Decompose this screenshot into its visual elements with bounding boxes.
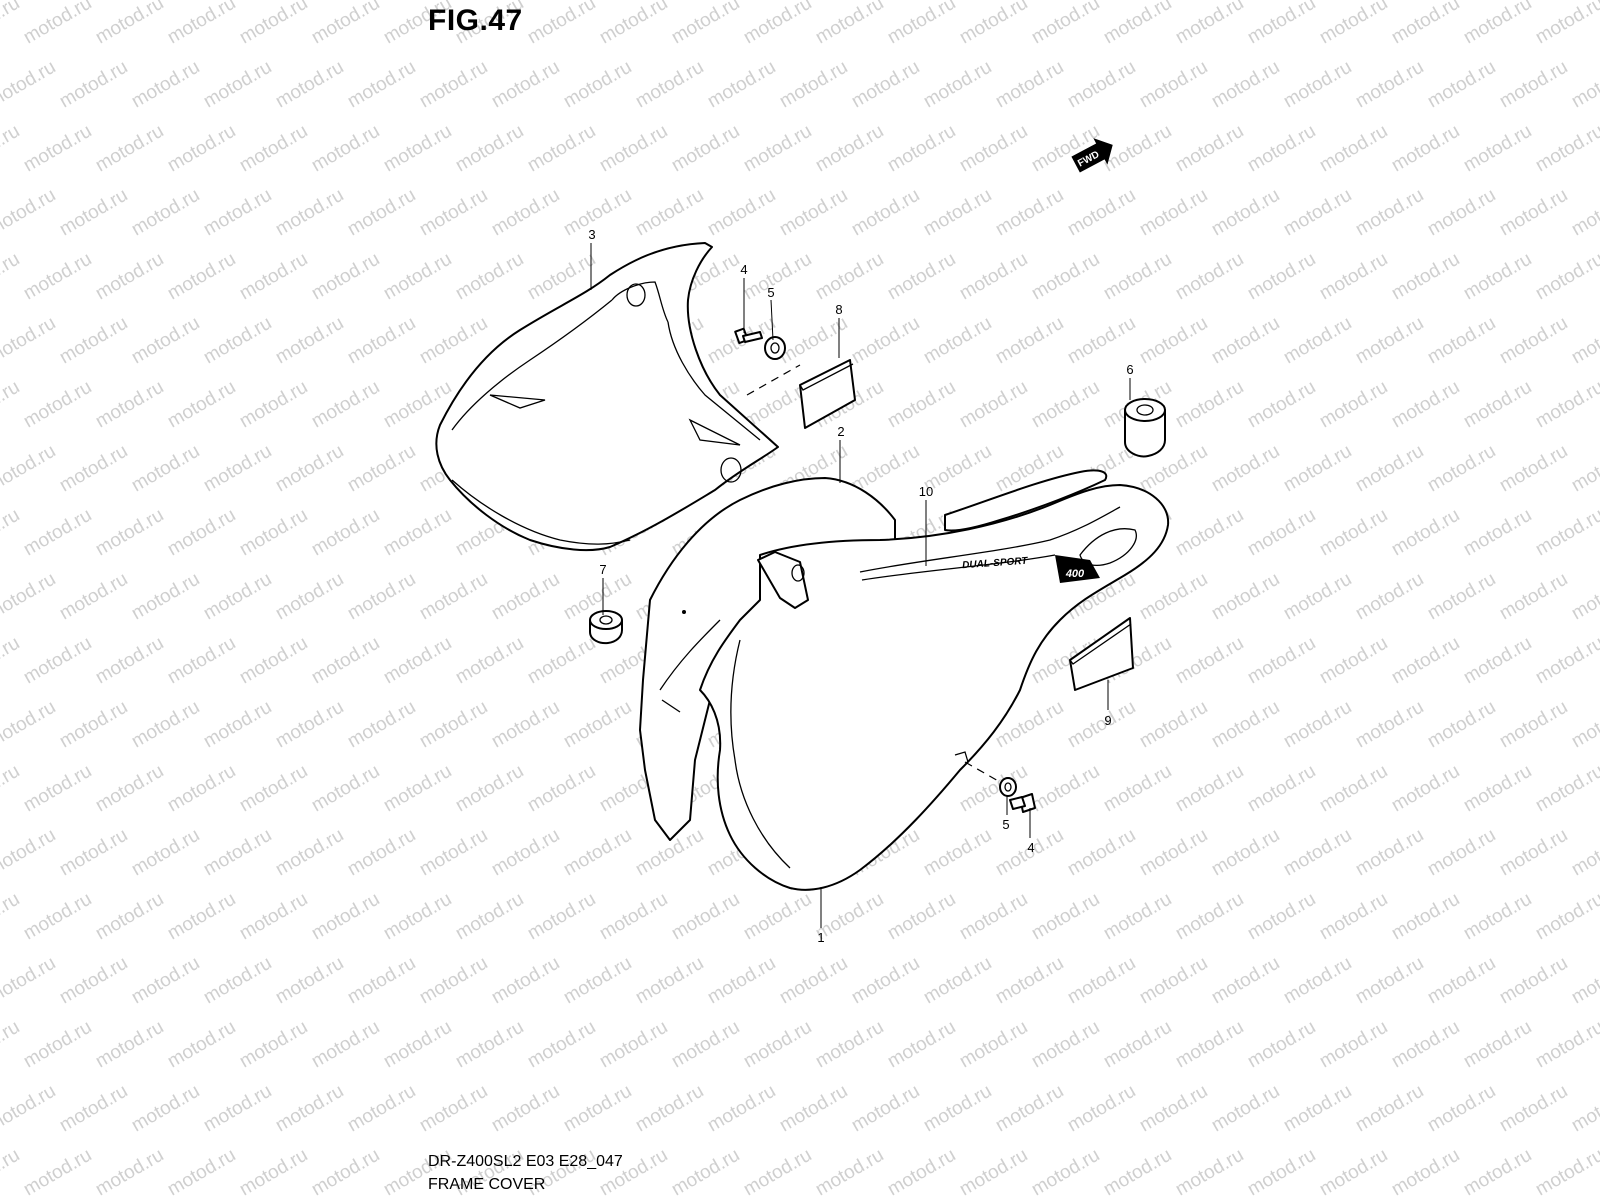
assembly-line-lower [964,761,1001,783]
section-name: FRAME COVER [428,1176,546,1193]
part-9-cushion-pad [1069,617,1134,691]
part-1-frame-cover: 400 DUAL-SPORT [699,469,1170,891]
decal-model-text: 400 [1065,568,1085,580]
part-4-bolt-upper [734,327,763,345]
callout-6: 6 [1126,362,1133,377]
part-4-bolt-lower [1009,793,1036,813]
callout-4-upper: 4 [740,262,747,277]
callout-2: 2 [837,424,844,439]
callout-8: 8 [835,302,842,317]
callout-labels: 3 4 5 8 2 6 10 7 9 5 4 1 [588,227,1133,945]
leader-lines [590,243,1131,928]
figure-title: FIG.47 [428,4,523,37]
callout-10: 10 [919,484,933,499]
callout-3: 3 [588,227,595,242]
part-8-cushion-pad [799,359,856,429]
callout-5-upper: 5 [767,285,774,300]
decal-script-text: DUAL-SPORT [962,556,1029,572]
part-6-grommet [1124,398,1166,458]
part-7-grommet [589,610,623,645]
callout-7: 7 [599,562,606,577]
callout-9: 9 [1104,713,1111,728]
callout-4-lower: 4 [1027,840,1034,855]
callout-5-lower: 5 [1002,817,1009,832]
part-3-side-cover-upper [435,242,779,552]
model-code: DR-Z400SL2 E03 E28_047 [428,1153,623,1170]
assembly-line-upper [746,364,801,396]
fwd-arrow-icon: FWD [1071,138,1113,173]
part-5-washer-upper [764,336,786,360]
callout-1: 1 [817,930,824,945]
part-5-washer-lower [999,777,1017,797]
